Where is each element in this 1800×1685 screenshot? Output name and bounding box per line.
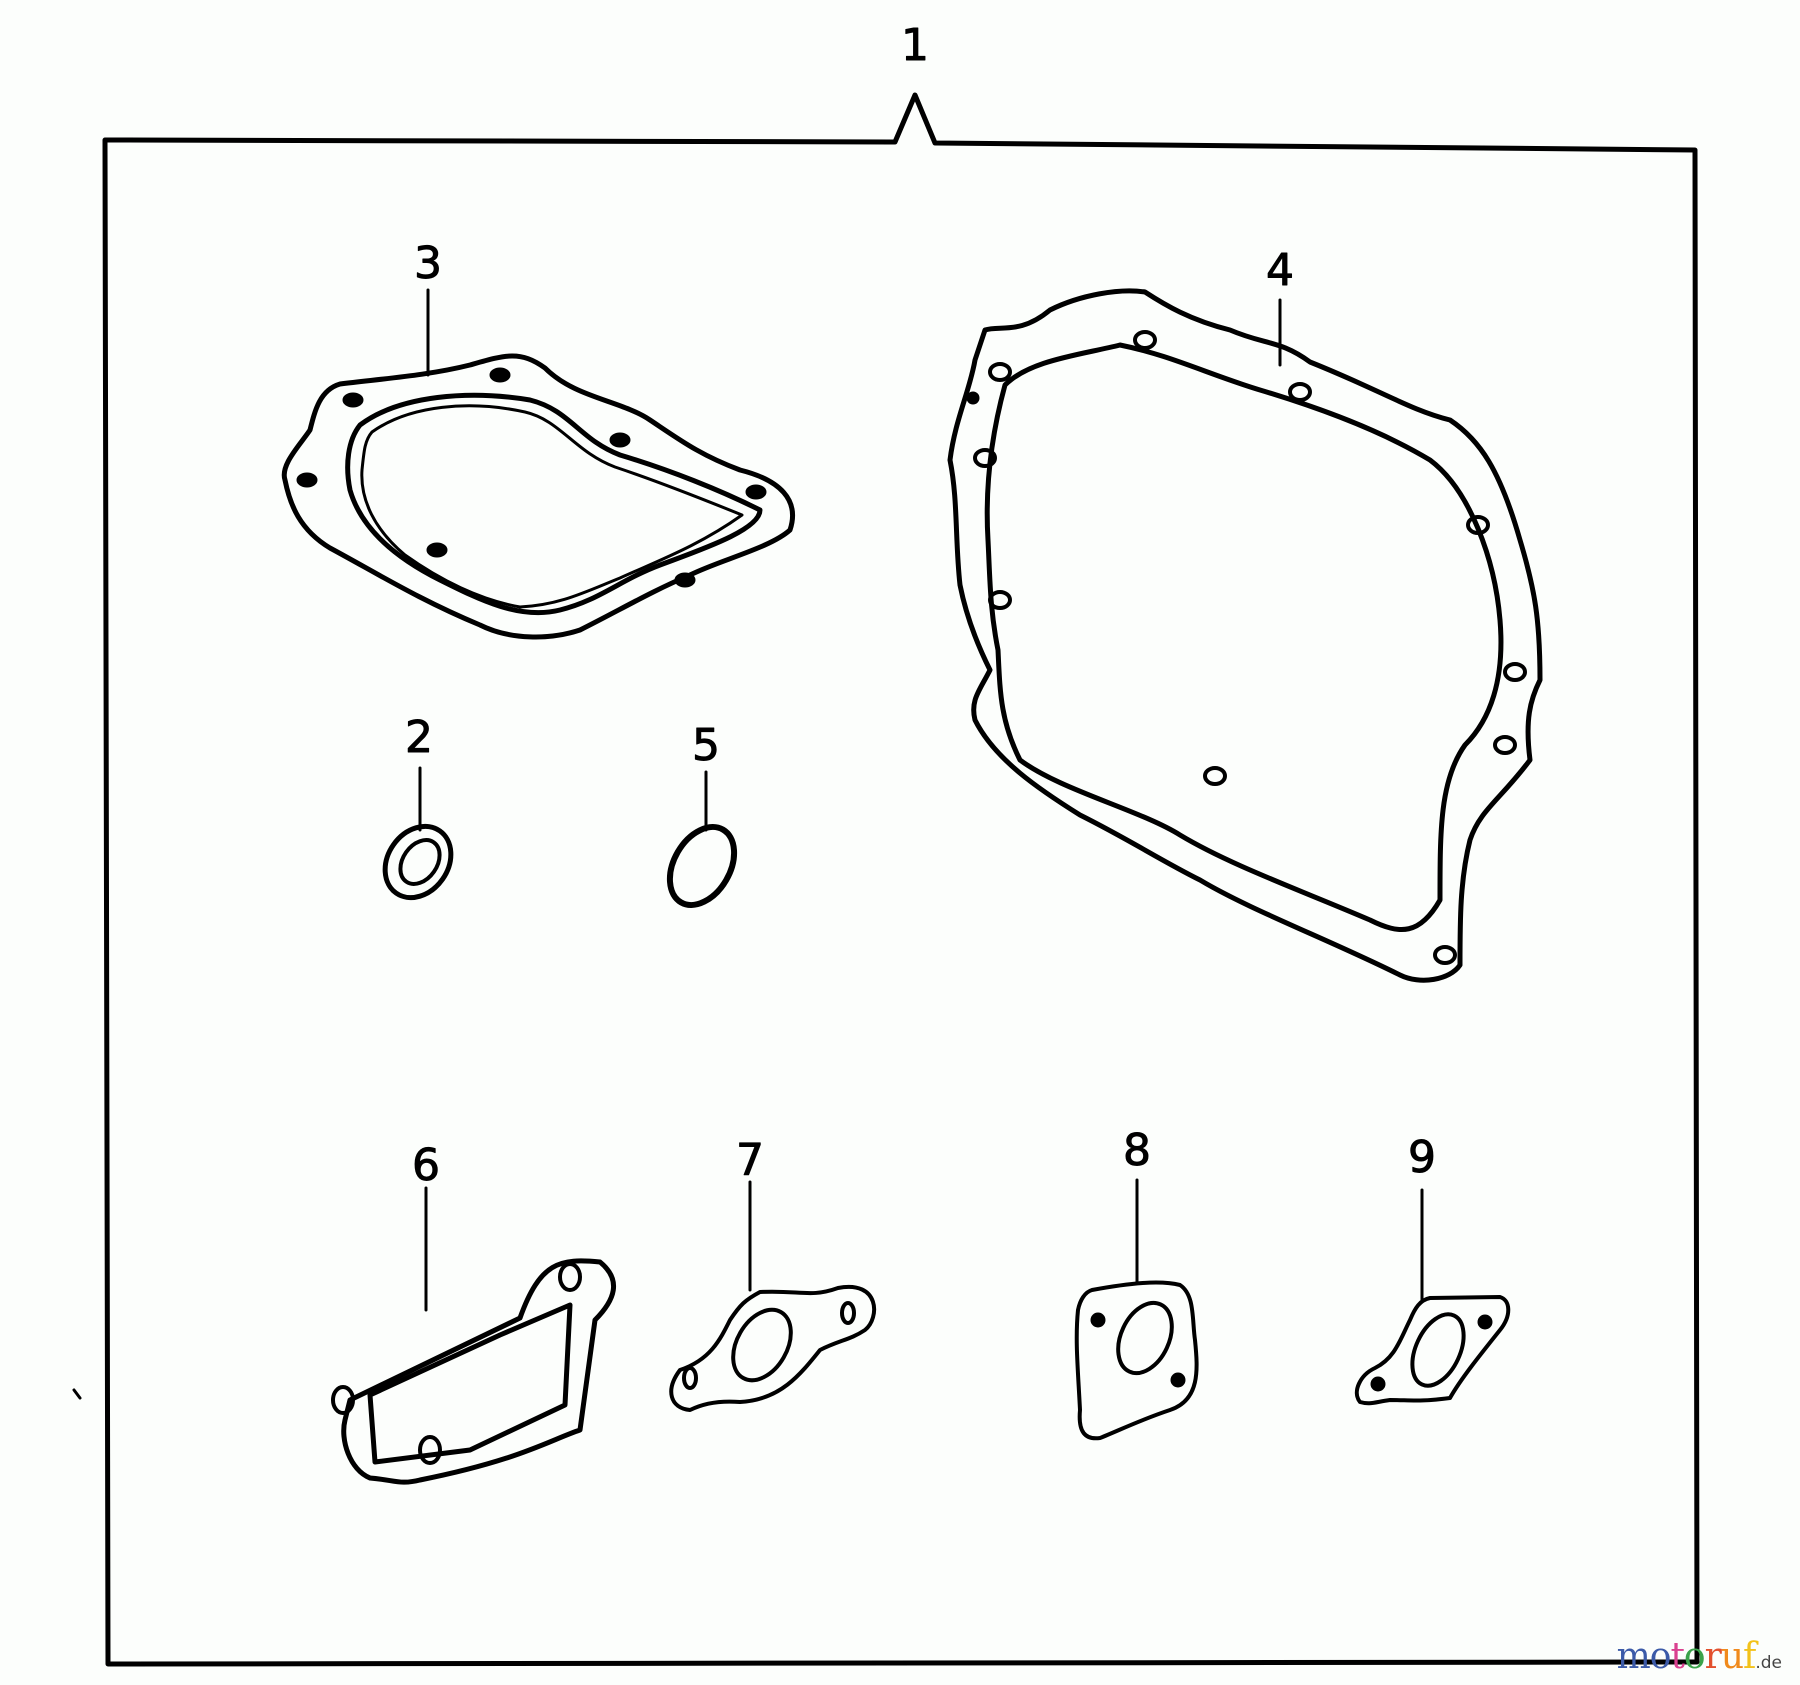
callout-5: 5 <box>692 720 720 771</box>
callout-3: 3 <box>414 238 442 289</box>
watermark-letter: u <box>1720 1636 1744 1677</box>
part-6-cover-gasket[interactable]: 6 <box>331 1140 617 1485</box>
callout-1: 1 <box>901 20 929 71</box>
callout-7: 7 <box>736 1135 764 1186</box>
part-5-o-ring[interactable]: 5 <box>657 720 747 916</box>
part-4-crankcase-gasket[interactable]: 4 <box>947 245 1543 983</box>
part-7-flange-gasket[interactable]: 7 <box>669 1135 877 1412</box>
callout-4: 4 <box>1266 245 1294 296</box>
part-8-flange-gasket[interactable]: 8 <box>1074 1125 1199 1441</box>
watermark-logo: motoruf.de <box>1617 1639 1782 1675</box>
part-2-washer[interactable]: 2 <box>372 712 465 910</box>
callout-9: 9 <box>1408 1132 1436 1183</box>
watermark-letter: o <box>1649 1636 1672 1677</box>
callout-2: 2 <box>405 712 433 763</box>
callout-8: 8 <box>1123 1125 1151 1176</box>
part-9-flange-gasket[interactable]: 9 <box>1354 1132 1511 1406</box>
part-3-head-gasket[interactable]: 3 <box>281 238 796 640</box>
watermark-letter: t <box>1670 1636 1685 1677</box>
watermark-letter: r <box>1704 1636 1722 1677</box>
watermark-letter: m <box>1616 1636 1651 1677</box>
watermark-letter: o <box>1683 1636 1706 1677</box>
kit-frame <box>102 92 1700 1667</box>
watermark-letter: f <box>1743 1636 1756 1677</box>
watermark-tld: .de <box>1755 1653 1782 1673</box>
callout-6: 6 <box>412 1140 440 1191</box>
scan-mark <box>72 1388 82 1400</box>
